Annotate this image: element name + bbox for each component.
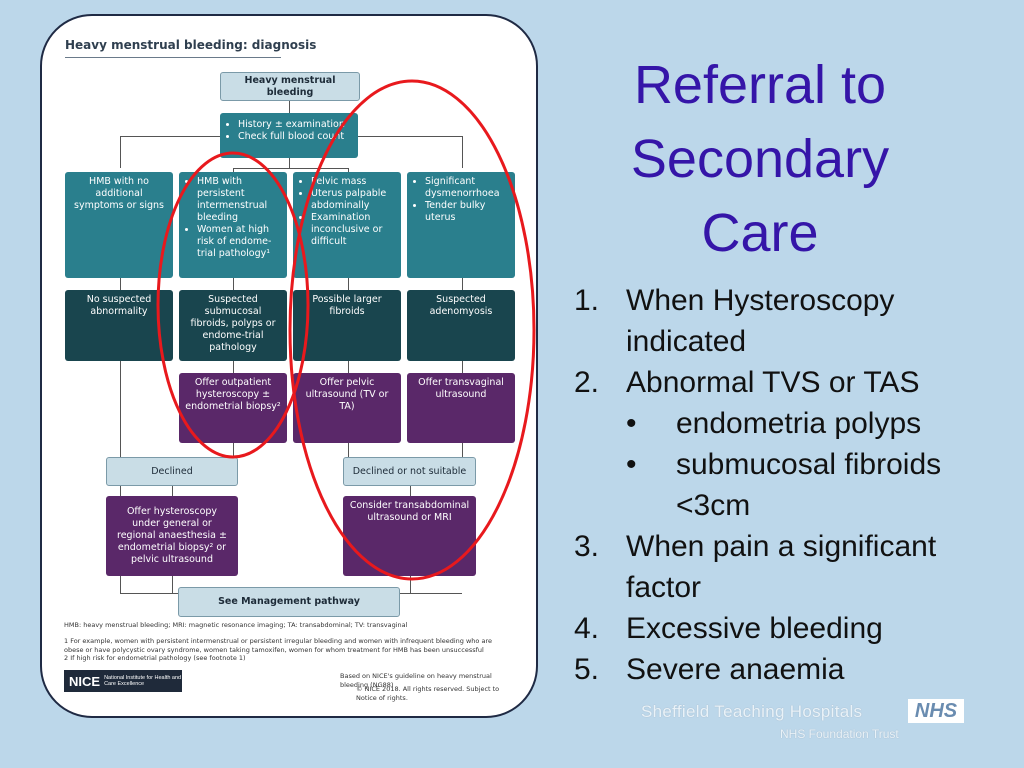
sub-list-text: submucosal fibroids <3cm: [676, 448, 942, 522]
connector: [410, 486, 411, 496]
declined-box: Declined: [106, 457, 238, 486]
bullet: •: [626, 448, 637, 481]
flowchart-title-rule: [65, 57, 281, 58]
criteria-item: Uterus palpable abdominally: [311, 188, 395, 212]
list-text: Excessive bleeding: [626, 612, 883, 645]
connector: [233, 168, 348, 169]
nice-logo-subtext: National Institute for Health and Care E…: [104, 674, 182, 688]
hmb-top-box: Heavy menstrual bleeding: [220, 72, 360, 101]
criteria-item: Women at high risk of endome-trial patho…: [197, 224, 281, 260]
criteria-box-dysmenorrhoea: Significant dysmenorrhoea Tender bulky u…: [407, 172, 515, 278]
connector: [120, 136, 121, 168]
connector: [120, 136, 220, 137]
list-item: 3. When pain a significant factor: [570, 526, 1010, 608]
connector: [462, 443, 463, 457]
footnote-1: 1 For example, women with persistent int…: [64, 637, 492, 654]
finding-adenomyosis: Suspected adenomyosis: [407, 290, 515, 361]
list-number: 5.: [574, 653, 600, 686]
trust-name: NHS Foundation Trust: [780, 727, 899, 741]
finding-submucosal: Suspected submucosal fibroids, polyps or…: [179, 290, 287, 361]
connector: [289, 158, 290, 168]
criteria-item: HMB with persistent intermenstrual bleed…: [197, 176, 281, 224]
list-text: When pain a significant factor: [626, 530, 937, 604]
connector: [410, 576, 411, 594]
criteria-item: Tender bulky uterus: [425, 200, 509, 224]
nice-logo-text: NICE: [69, 673, 101, 689]
bullet: •: [626, 407, 637, 440]
action-transvaginal-ultrasound: Offer transvaginal ultrasound: [407, 373, 515, 443]
connector: [120, 593, 178, 594]
criteria-item: Examination inconclusive or difficult: [311, 212, 395, 248]
connector: [289, 101, 290, 113]
list-item: 4. Excessive bleeding: [570, 608, 1010, 649]
footnote-2: 2 If high risk for endometrial pathology…: [64, 654, 246, 662]
offer-hysteroscopy-ga-box: Offer hysteroscopy under general or regi…: [106, 496, 238, 576]
slide-title: Referral to Secondary Care: [630, 55, 890, 263]
connector: [233, 278, 234, 290]
action-pelvic-ultrasound: Offer pelvic ultrasound (TV or TA): [293, 373, 401, 443]
highlight-ellipse-right: [288, 79, 536, 581]
criteria-box-intermenstrual: HMB with persistent intermenstrual bleed…: [179, 172, 287, 278]
list-number: 3.: [574, 530, 600, 563]
connector: [233, 168, 234, 172]
action-outpatient-hysteroscopy: Offer outpatient hysteroscopy ± endometr…: [179, 373, 287, 443]
criteria-item: Pelvic mass: [311, 176, 395, 188]
finding-no-abnormality: No suspected abnormality: [65, 290, 173, 361]
assessment-box: History ± examination Check full blood c…: [220, 113, 358, 158]
list-number: 2.: [574, 366, 600, 399]
connector: [172, 486, 173, 496]
sub-list-text: endometria polyps: [676, 407, 922, 440]
connector: [358, 136, 462, 137]
list-number: 1.: [574, 284, 600, 317]
criteria-item: Significant dysmenorrhoea: [425, 176, 509, 200]
management-pathway-box: See Management pathway: [178, 587, 400, 617]
list-number: 4.: [574, 612, 600, 645]
nice-logo: NICE National Institute for Health and C…: [64, 670, 182, 692]
criteria-box-no-symptoms: HMB with no additional symptoms or signs: [65, 172, 173, 278]
highlight-ellipse-left: [156, 151, 310, 459]
assessment-item: Check full blood count: [238, 131, 352, 143]
based-on-note: Based on NICE's guideline on heavy menst…: [340, 672, 492, 689]
connector: [172, 576, 173, 594]
connector: [348, 168, 349, 172]
connector: [348, 443, 349, 457]
copyright-note: © NICE 2018. All rights reserved. Subjec…: [356, 685, 500, 702]
connector: [462, 361, 463, 373]
connector: [462, 278, 463, 290]
list-text: Severe anaemia: [626, 653, 845, 686]
list-item: 5. Severe anaemia: [570, 649, 1010, 690]
connector: [400, 593, 462, 594]
sub-list-item: • endometria polyps: [570, 403, 1010, 444]
connector: [462, 136, 463, 168]
sub-list-item: • submucosal fibroids <3cm: [570, 444, 1010, 526]
connector: [348, 278, 349, 290]
connector: [233, 361, 234, 373]
list-text: Abnormal TVS or TAS: [626, 366, 920, 399]
connector: [348, 361, 349, 373]
abbreviations-note: HMB: heavy menstrual bleeding; MRI: magn…: [64, 621, 408, 629]
hospital-name: Sheffield Teaching Hospitals: [641, 702, 863, 721]
nhs-logo: NHS: [908, 699, 964, 723]
list-item: 2. Abnormal TVS or TAS: [570, 362, 1010, 403]
connector: [120, 278, 121, 290]
list-text: When Hysteroscopy indicated: [626, 284, 895, 358]
assessment-item: History ± examination: [238, 119, 352, 131]
criteria-text: HMB with no additional symptoms or signs: [74, 176, 164, 211]
flowchart-title: Heavy menstrual bleeding: diagnosis: [65, 38, 317, 52]
list-item: 1. When Hysteroscopy indicated: [570, 280, 1010, 362]
finding-larger-fibroids: Possible larger fibroids: [293, 290, 401, 361]
referral-list: 1. When Hysteroscopy indicated 2. Abnormal…: [570, 280, 1010, 690]
connector: [233, 443, 234, 457]
declined-not-suitable-box: Declined or not suitable: [343, 457, 476, 486]
